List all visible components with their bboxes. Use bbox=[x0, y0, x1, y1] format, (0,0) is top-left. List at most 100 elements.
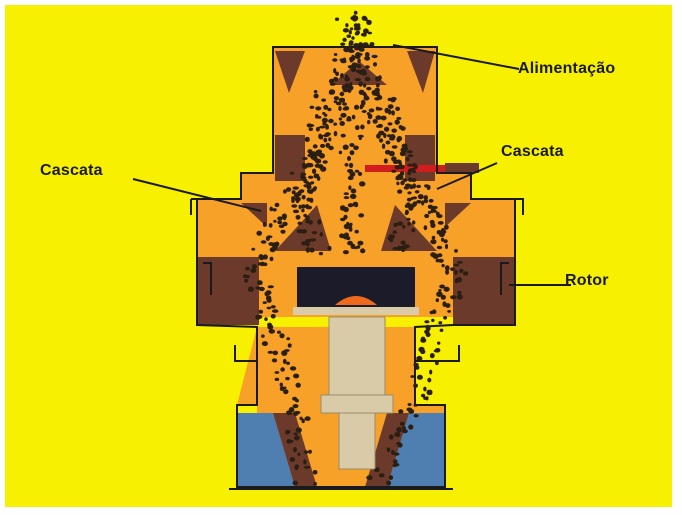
particle bbox=[313, 482, 317, 486]
particle bbox=[259, 310, 264, 314]
particle bbox=[299, 229, 304, 233]
particle bbox=[293, 374, 299, 379]
diagram-canvas: Alimentação Cascata Cascata Rotor bbox=[5, 5, 672, 507]
particle bbox=[285, 377, 290, 380]
particle bbox=[348, 176, 354, 180]
particle bbox=[343, 236, 349, 240]
particle bbox=[271, 305, 276, 308]
particle bbox=[291, 204, 297, 207]
particle bbox=[376, 107, 382, 110]
particle bbox=[262, 341, 268, 346]
particle bbox=[286, 187, 291, 192]
particle bbox=[270, 207, 273, 212]
particle bbox=[271, 314, 276, 319]
particle bbox=[293, 447, 297, 453]
particle bbox=[340, 43, 345, 46]
particle bbox=[444, 287, 450, 292]
particle bbox=[273, 220, 276, 223]
particle bbox=[427, 185, 431, 190]
particle bbox=[424, 199, 428, 203]
particle bbox=[325, 125, 329, 129]
particle bbox=[263, 301, 267, 304]
particle bbox=[442, 264, 445, 267]
particle bbox=[358, 172, 362, 176]
particle bbox=[295, 466, 299, 470]
particle bbox=[283, 216, 286, 221]
particle bbox=[315, 114, 318, 119]
particle bbox=[431, 209, 436, 213]
label-rotor: Rotor bbox=[565, 272, 609, 290]
particle bbox=[349, 163, 353, 168]
particle bbox=[400, 151, 406, 156]
particle bbox=[302, 157, 308, 160]
particle bbox=[308, 220, 313, 225]
particle bbox=[272, 309, 278, 313]
particle bbox=[372, 90, 378, 95]
particle bbox=[358, 213, 364, 217]
particle bbox=[319, 136, 323, 139]
particle bbox=[358, 81, 363, 86]
particle bbox=[349, 30, 352, 34]
particle bbox=[389, 475, 393, 480]
particle bbox=[366, 87, 371, 91]
particle bbox=[347, 156, 351, 161]
particle bbox=[415, 365, 419, 369]
particle bbox=[402, 178, 407, 182]
particle bbox=[355, 170, 360, 173]
particle bbox=[341, 134, 345, 137]
particle bbox=[302, 195, 306, 200]
particle bbox=[310, 198, 314, 203]
particle bbox=[418, 194, 424, 199]
particle bbox=[277, 221, 282, 225]
particle bbox=[309, 127, 313, 131]
particle bbox=[314, 90, 318, 93]
particle bbox=[287, 430, 290, 434]
particle bbox=[373, 119, 378, 124]
particle bbox=[258, 262, 262, 265]
particle bbox=[407, 222, 411, 226]
particle bbox=[438, 321, 442, 324]
particle bbox=[283, 359, 287, 364]
particle bbox=[320, 232, 323, 237]
particle bbox=[338, 106, 341, 111]
particle bbox=[257, 315, 262, 319]
particle bbox=[398, 177, 403, 180]
particle bbox=[393, 223, 397, 227]
particle bbox=[429, 199, 434, 203]
particle bbox=[392, 145, 398, 148]
particle bbox=[407, 191, 411, 194]
particle bbox=[329, 91, 332, 95]
particle bbox=[259, 287, 265, 291]
particle bbox=[264, 317, 267, 321]
particle bbox=[374, 469, 377, 472]
particle bbox=[414, 414, 419, 417]
particle bbox=[268, 351, 274, 354]
particle bbox=[379, 138, 383, 142]
particle bbox=[391, 450, 395, 455]
particle bbox=[296, 427, 302, 432]
particle bbox=[396, 442, 401, 445]
particle bbox=[391, 110, 395, 115]
particle bbox=[311, 188, 317, 192]
flange-right bbox=[515, 199, 523, 215]
particle bbox=[396, 427, 401, 433]
particle bbox=[349, 40, 354, 44]
particle bbox=[251, 248, 255, 251]
particle bbox=[342, 38, 346, 42]
particle bbox=[267, 307, 272, 310]
particle bbox=[340, 113, 346, 118]
particle bbox=[342, 84, 347, 90]
particle bbox=[426, 333, 431, 338]
particle bbox=[425, 396, 428, 400]
crusher-diagram bbox=[5, 5, 672, 507]
particle bbox=[436, 291, 442, 297]
particle bbox=[273, 351, 279, 356]
cascade-pipe bbox=[365, 165, 445, 172]
particle bbox=[266, 236, 270, 241]
particle bbox=[293, 210, 299, 214]
particle bbox=[424, 225, 428, 230]
particle bbox=[334, 96, 339, 100]
particle bbox=[292, 190, 296, 194]
shaft-lower bbox=[339, 413, 375, 469]
particle bbox=[400, 422, 405, 426]
